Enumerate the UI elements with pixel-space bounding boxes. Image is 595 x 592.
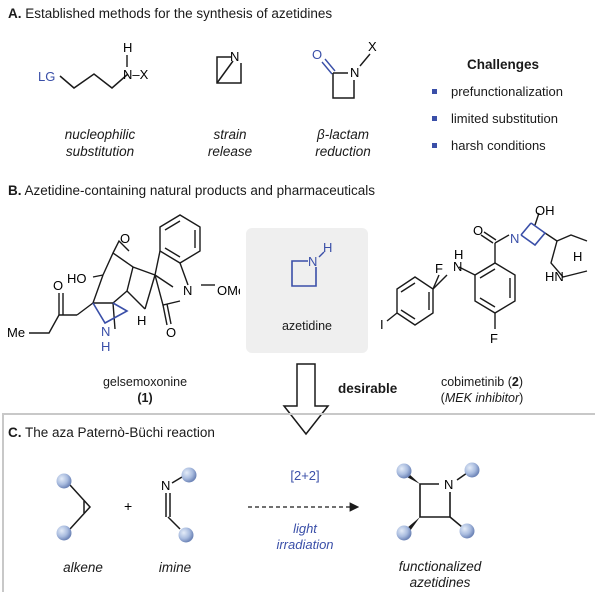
gelsemoxonine-name: gelsemoxonine xyxy=(102,375,188,389)
substituent-sphere-icon xyxy=(396,463,412,479)
section-c-title: The aza Paternò-Büchi reaction xyxy=(25,425,215,440)
gel-azetidine-n-label: N xyxy=(101,324,110,339)
azetidine-h-label: H xyxy=(323,240,332,255)
cobimetinib-structure: OH O N H HN F N H I F xyxy=(380,205,588,346)
beta-lactam-structure: O N X xyxy=(312,39,377,99)
substituent-sphere-icon xyxy=(178,527,194,543)
reaction-scheme: + N [2+2] N xyxy=(56,462,480,543)
section-a-label: A. xyxy=(8,6,22,21)
lactam-x-label: X xyxy=(368,39,377,54)
cobimetinib-note: MEK inhibitor xyxy=(444,391,520,405)
gel-o-label: O xyxy=(120,231,130,246)
azetidine-highlight-box xyxy=(246,228,368,353)
section-b-label: B. xyxy=(8,183,22,198)
section-c-panel xyxy=(2,413,595,592)
substituent-sphere-icon xyxy=(181,467,197,483)
gelsemoxonine-number: (1) xyxy=(137,391,153,405)
cobi-h-label: H xyxy=(573,249,582,264)
cobi-nh-label: N xyxy=(453,259,462,274)
challenges-title: Challenges xyxy=(467,57,540,72)
cobimetinib-number: 2 xyxy=(511,375,519,389)
bullet-icon xyxy=(432,116,437,122)
substituent-sphere-icon xyxy=(56,525,72,541)
gel-lactam-o-label: O xyxy=(166,325,176,340)
section-c-heading: C. The aza Paternò-Büchi reaction xyxy=(8,425,215,440)
cobi-oh-label: OH xyxy=(535,205,555,218)
imine-caption: imine xyxy=(158,560,192,575)
substituent-sphere-icon xyxy=(459,523,475,539)
nh-hydrogen-label: H xyxy=(123,40,132,55)
cobi-f1-label: F xyxy=(435,261,443,276)
azetidine-n-label: N xyxy=(308,254,317,269)
imine-n-label: N xyxy=(161,478,170,493)
gel-n-label: N xyxy=(183,283,192,298)
substituent-sphere-icon xyxy=(464,462,480,478)
desirable-label: desirable xyxy=(338,381,398,396)
bullet-icon xyxy=(432,143,437,149)
gelsemoxonine-structure: HO O N OMe O O Me N H H xyxy=(7,214,240,354)
product-n-label: N xyxy=(444,477,453,492)
cobimetinib-name: cobimetinib xyxy=(440,375,505,389)
challenge-item: prefunctionalization xyxy=(432,84,563,99)
gelsemoxonine-caption: gelsemoxonine (1) xyxy=(95,374,195,406)
lactam-o-label: O xyxy=(312,47,322,62)
arrow-top-label: [2+2] xyxy=(290,468,319,483)
cobi-hn-label: HN xyxy=(545,269,564,284)
cobi-azetidine-n-label: N xyxy=(510,231,519,246)
section-b-heading: B. Azetidine-containing natural products… xyxy=(8,183,375,198)
alkene-caption: alkene xyxy=(63,560,103,575)
gel-me-label: Me xyxy=(7,325,25,340)
challenge-item: harsh conditions xyxy=(432,138,546,153)
gel-ome-label: OMe xyxy=(217,283,240,298)
gel-ketone-o-label: O xyxy=(53,278,63,293)
nucleophilic-substitution-structure: LG H N–X xyxy=(38,40,149,89)
substituent-sphere-icon xyxy=(56,473,72,489)
cobimetinib-caption: cobimetinib (2) (MEK inhibitor) xyxy=(440,375,524,405)
section-b-title: Azetidine-containing natural products an… xyxy=(24,183,375,198)
azetidine-structure: N H xyxy=(291,240,332,287)
plus-sign: + xyxy=(124,498,132,514)
cobi-nhh-label: H xyxy=(454,247,463,262)
gel-azetidine-h-label: H xyxy=(101,339,110,354)
cobi-f2-label: F xyxy=(490,331,498,346)
functionalized-azetidine-structure: N xyxy=(396,462,480,541)
alkyl-chain xyxy=(59,73,129,89)
challenge-item: limited substitution xyxy=(432,111,558,126)
imine-structure: N xyxy=(161,467,197,543)
section-a-heading: A. Established methods for the synthesis… xyxy=(8,6,332,21)
azabicyclobutane-structure: N xyxy=(216,49,242,84)
gel-h-label: H xyxy=(137,313,146,328)
cobi-i-label: I xyxy=(380,317,384,332)
azetidine-name: azetidine xyxy=(281,319,333,333)
lactam-n-label: N xyxy=(350,65,359,80)
section-c-label: C. xyxy=(8,425,22,440)
substituent-sphere-icon xyxy=(396,525,412,541)
cobi-o-label: O xyxy=(473,223,483,238)
gel-ho-label: HO xyxy=(67,271,87,286)
alkene-structure xyxy=(56,473,92,541)
leaving-group-label: LG xyxy=(38,69,55,84)
section-a-title: Established methods for the synthesis of… xyxy=(25,6,333,21)
hollow-down-arrow xyxy=(282,363,330,436)
bullet-icon xyxy=(432,89,437,95)
abb-n-label: N xyxy=(230,49,239,64)
nx-label: N–X xyxy=(123,67,149,82)
